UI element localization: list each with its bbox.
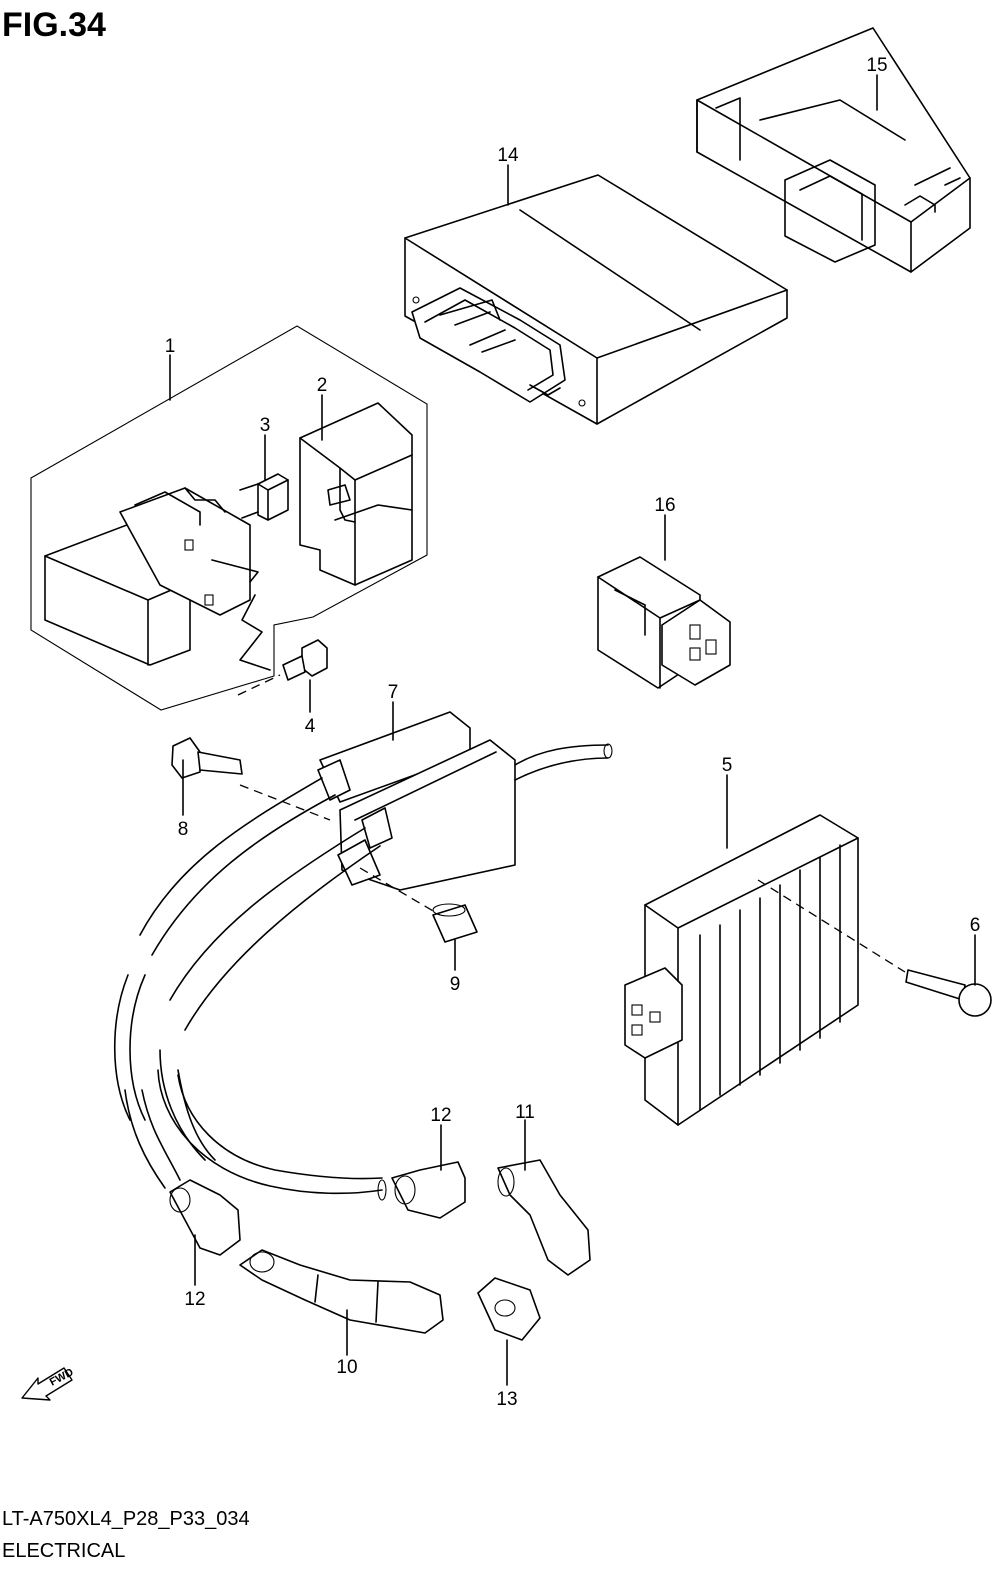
diagram-code: LT-A750XL4_P28_P33_034 xyxy=(2,1508,250,1530)
part-1-group-box xyxy=(30,325,428,711)
part-16-connector[interactable] xyxy=(597,556,731,689)
part-10-plug-cap[interactable] xyxy=(239,1249,444,1334)
callout-3: 3 xyxy=(260,415,271,436)
callout-16: 16 xyxy=(654,495,675,516)
part-2-relay-cover[interactable] xyxy=(299,402,413,586)
callout-6: 6 xyxy=(970,915,981,936)
callout-10: 10 xyxy=(336,1357,357,1378)
part-12-plug-cap-upper[interactable] xyxy=(391,1161,466,1219)
callout-12-upper: 12 xyxy=(430,1105,451,1126)
callout-5: 5 xyxy=(722,755,733,776)
part-6-bolt[interactable] xyxy=(905,969,992,1017)
part-11-plug-cap[interactable] xyxy=(497,1159,591,1276)
part-9-collar[interactable] xyxy=(432,903,478,943)
part-5-regulator[interactable] xyxy=(624,814,859,1126)
callout-2: 2 xyxy=(317,375,328,396)
callout-8: 8 xyxy=(178,819,189,840)
callout-11: 11 xyxy=(515,1102,535,1123)
part-13-grommet[interactable] xyxy=(477,1277,541,1341)
fwd-arrow-icon: FWD xyxy=(21,1366,76,1401)
diagram-subtitle: ELECTRICAL xyxy=(2,1540,126,1562)
callout-13: 13 xyxy=(496,1389,517,1410)
callout-9: 9 xyxy=(450,974,461,995)
part-12-plug-cap-lower[interactable] xyxy=(169,1179,241,1256)
figure-title: FIG.34 xyxy=(2,6,106,44)
high-tension-leads xyxy=(113,777,387,1201)
assembly-lines xyxy=(237,674,906,973)
part-1-starter-relay[interactable] xyxy=(44,487,259,666)
part-7-ignition-coil[interactable] xyxy=(317,711,613,891)
part-14-control-unit[interactable] xyxy=(404,174,788,425)
part-3-fuse[interactable] xyxy=(239,473,289,521)
callout-4: 4 xyxy=(305,716,316,737)
part-15-cover[interactable] xyxy=(696,27,971,273)
part-8-bolt[interactable] xyxy=(171,737,243,779)
callout-15: 15 xyxy=(866,55,887,76)
part-4-bolt[interactable] xyxy=(282,639,328,681)
callout-14: 14 xyxy=(497,145,519,166)
leader-lines xyxy=(169,74,976,1386)
callout-1: 1 xyxy=(165,336,176,357)
callout-12-lower: 12 xyxy=(184,1289,205,1310)
callout-7: 7 xyxy=(388,682,399,703)
